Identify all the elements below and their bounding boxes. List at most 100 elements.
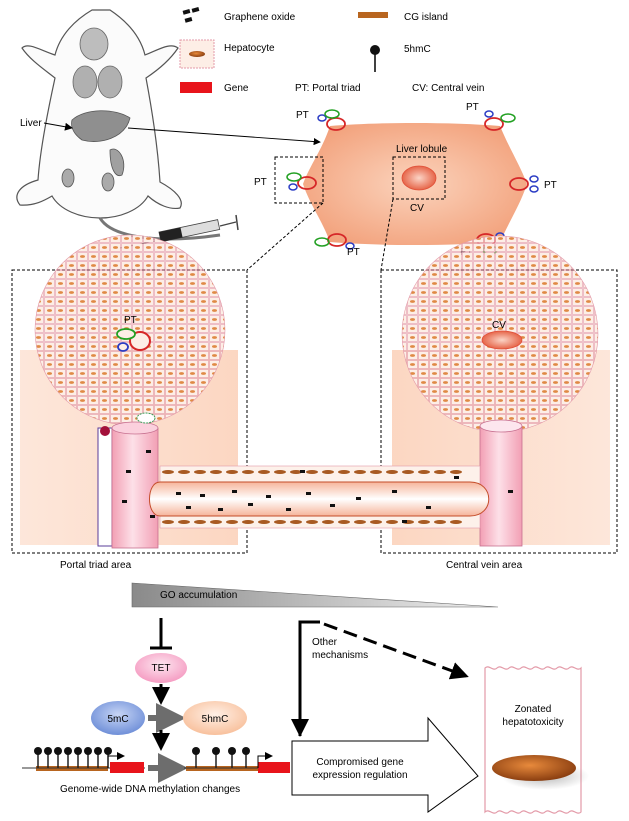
methylation-marks-right	[192, 747, 250, 768]
lung-icon	[72, 65, 98, 99]
graphene-oxide-flake	[176, 492, 181, 495]
fivemc-label: 5mC	[107, 714, 128, 725]
pt-zoom-box	[274, 156, 324, 204]
graphene-oxide-flake	[330, 504, 335, 507]
hepatocyte-nucleus	[386, 520, 398, 524]
portal-triad-icon	[317, 109, 346, 131]
liver-pointer-arrow	[43, 122, 73, 131]
hepatocyte-nucleus	[306, 520, 318, 524]
mechanism-panel: GO accumulation TET 5mC 5hmC Genome-wide…	[22, 582, 589, 814]
graphene-oxide-flake	[200, 494, 205, 497]
go-accumulation-label: GO accumulation	[160, 590, 237, 601]
graphene-oxide-flake	[286, 508, 291, 511]
hepatocyte-nucleus	[290, 520, 302, 524]
graphene-oxide-flake	[300, 470, 305, 473]
fivemc-bubble	[91, 701, 145, 735]
fivehmc-bubble	[183, 701, 247, 735]
portal-triad-icon	[314, 233, 355, 250]
graphene-oxide-flake	[150, 515, 155, 518]
methyl-mark-head	[242, 747, 250, 755]
central-vein-cylinder	[479, 425, 523, 547]
graphene-oxide-flakes-group	[122, 450, 513, 523]
hepatocyte-nucleus	[354, 470, 366, 474]
pt-label-left: PT	[254, 177, 267, 188]
graphene-oxide-flake	[402, 520, 407, 523]
hepatocyte-nucleus	[178, 520, 190, 524]
pt-label-bottom-left: PT	[347, 247, 360, 258]
hepatocyte-nucleus	[242, 520, 254, 524]
methyl-mark-head	[34, 747, 42, 755]
hepatocyte-nucleus	[370, 470, 382, 474]
hepatocyte-nucleus	[434, 470, 446, 474]
portal-zone-label: Portal triad area	[60, 560, 132, 571]
lung-icon	[97, 65, 123, 99]
methyl-mark-head	[104, 747, 112, 755]
hepatocyte-nucleus	[338, 470, 350, 474]
hepatocyte-nucleus	[210, 520, 222, 524]
graphene-oxide-flake	[122, 500, 127, 503]
portal-zone-pt-label: PT	[124, 315, 137, 326]
pt-label-top-left: PT	[296, 110, 309, 121]
hepatocyte-icon	[179, 39, 215, 69]
hepatocyte-nucleus	[354, 520, 366, 524]
lobule-cv-label: CV	[410, 203, 424, 214]
hepatocyte-nucleus	[322, 470, 334, 474]
methyl-mark-head	[54, 747, 62, 755]
graphene-oxide-icon	[182, 7, 200, 23]
hepatocyte-nucleus	[226, 470, 238, 474]
legend-5hmc: 5hmC	[404, 44, 431, 55]
graphene-oxide-flake	[356, 497, 361, 500]
methyl-mark-head	[64, 747, 72, 755]
graphene-oxide-flake	[392, 490, 397, 493]
graphene-oxide-flake	[232, 490, 237, 493]
legend-pt-definition: PT: Portal triad	[295, 83, 361, 94]
liver-label: Liver	[20, 118, 42, 129]
hepatocyte-nucleus	[226, 520, 238, 524]
legend: Graphene oxide CG island Hepatocyte 5hmC…	[179, 7, 484, 94]
graphene-oxide-flake	[146, 450, 151, 453]
central-vein-zoom	[481, 330, 523, 350]
other-mechanisms-dashed-arrow	[323, 622, 469, 680]
legend-graphene-oxide: Graphene oxide	[224, 12, 296, 23]
kidney-icon	[101, 172, 115, 192]
liver-organ-icon	[71, 110, 131, 142]
liver-to-lobule-arrow	[127, 127, 321, 146]
legend-cg-island: CG island	[404, 12, 448, 23]
portal-vessel-bile	[97, 427, 113, 547]
graphene-oxide-flake	[218, 508, 223, 511]
lobule-central-vein	[401, 165, 437, 191]
cv-zoom-box	[392, 156, 446, 200]
methyl-mark-head	[44, 747, 52, 755]
hepatocyte-nucleus	[450, 470, 462, 474]
hepatocyte-nucleus	[274, 520, 286, 524]
pt-label-top-right: PT	[466, 102, 479, 113]
hepatocyte-nucleus	[386, 470, 398, 474]
methyl-mark-head	[228, 747, 236, 755]
portal-vein-cylinder	[111, 427, 159, 549]
hepatocyte-nucleus	[194, 470, 206, 474]
tet-enzyme	[135, 653, 187, 683]
methylation-changes-label: Genome-wide DNA methylation changes	[60, 784, 240, 795]
central-zone-cv-label: CV	[492, 320, 506, 331]
graphene-oxide-flake	[454, 476, 459, 479]
graphene-oxide-flake	[426, 506, 431, 509]
hepatocyte-nucleus	[258, 520, 270, 524]
portal-triad-icon	[484, 110, 516, 131]
graphene-oxide-flake	[186, 506, 191, 509]
mouse-illustration: Liver	[16, 9, 321, 249]
hepatocyte-nucleus	[162, 470, 174, 474]
gene-block-right	[258, 762, 290, 773]
hepatocyte-nucleus	[418, 520, 430, 524]
damaged-hepatocyte	[484, 666, 582, 814]
go-accumulation-wedge	[131, 582, 499, 608]
portal-triad-icon	[286, 172, 317, 191]
liver-lobule: Liver lobule CV PT PT PT PT	[246, 102, 557, 271]
hepatocyte-nucleus	[338, 520, 350, 524]
methyl-mark-head	[74, 747, 82, 755]
pt-zoom-connector	[246, 202, 324, 271]
graphene-oxide-flake	[266, 495, 271, 498]
kidney-icon	[61, 168, 75, 188]
lobule-title: Liver lobule	[396, 144, 448, 155]
